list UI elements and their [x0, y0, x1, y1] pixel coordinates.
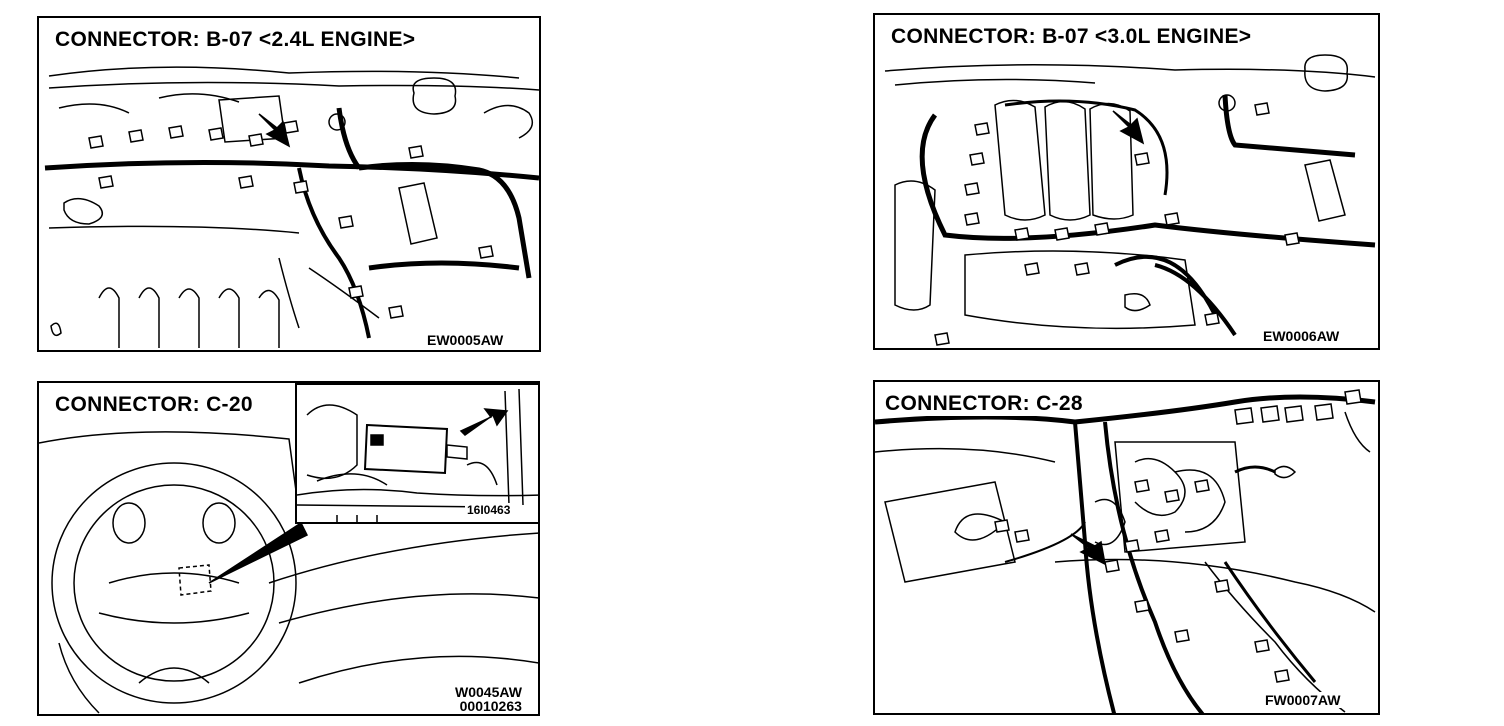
- engine-bay-3-0l-drawing: [884, 54, 1376, 346]
- panel-title: CONNECTOR: B-07 <3.0L ENGINE>: [889, 25, 1254, 49]
- dashboard-wiring-drawing: [875, 389, 1376, 713]
- panel-title: CONNECTOR: C-20: [53, 393, 255, 417]
- figure-code: EW0005AW: [425, 332, 506, 348]
- figure-code: EW0006AW: [1261, 328, 1342, 344]
- steering-wheel-drawing: [39, 431, 538, 714]
- panel-c28: CONNECTOR: C-28 FW0007AW: [873, 380, 1380, 715]
- figure-code-line-2: 00010263: [459, 698, 522, 714]
- detail-inset: 16I0463: [295, 383, 538, 524]
- figure-code-line-1: W0045AW: [455, 684, 522, 700]
- panel-b07-2-4l: CONNECTOR: B-07 <2.4L ENGINE> EW0005AW: [37, 16, 541, 352]
- panel-title: CONNECTOR: B-07 <2.4L ENGINE>: [53, 28, 418, 52]
- figure-code: W0045AW 00010263: [453, 685, 524, 713]
- figure-code: FW0007AW: [1263, 692, 1343, 708]
- engine-bay-2-4l-drawing: [44, 66, 539, 348]
- panel-b07-3-0l: CONNECTOR: B-07 <3.0L ENGINE> EW0006AW: [873, 13, 1380, 350]
- connector-detail-drawing: [297, 388, 538, 522]
- panel-c20: 16I0463 CONNECTOR: C-20 W0045AW 00010263: [37, 381, 540, 716]
- panel-title: CONNECTOR: C-28: [883, 392, 1085, 416]
- inset-code: 16I0463: [465, 503, 513, 517]
